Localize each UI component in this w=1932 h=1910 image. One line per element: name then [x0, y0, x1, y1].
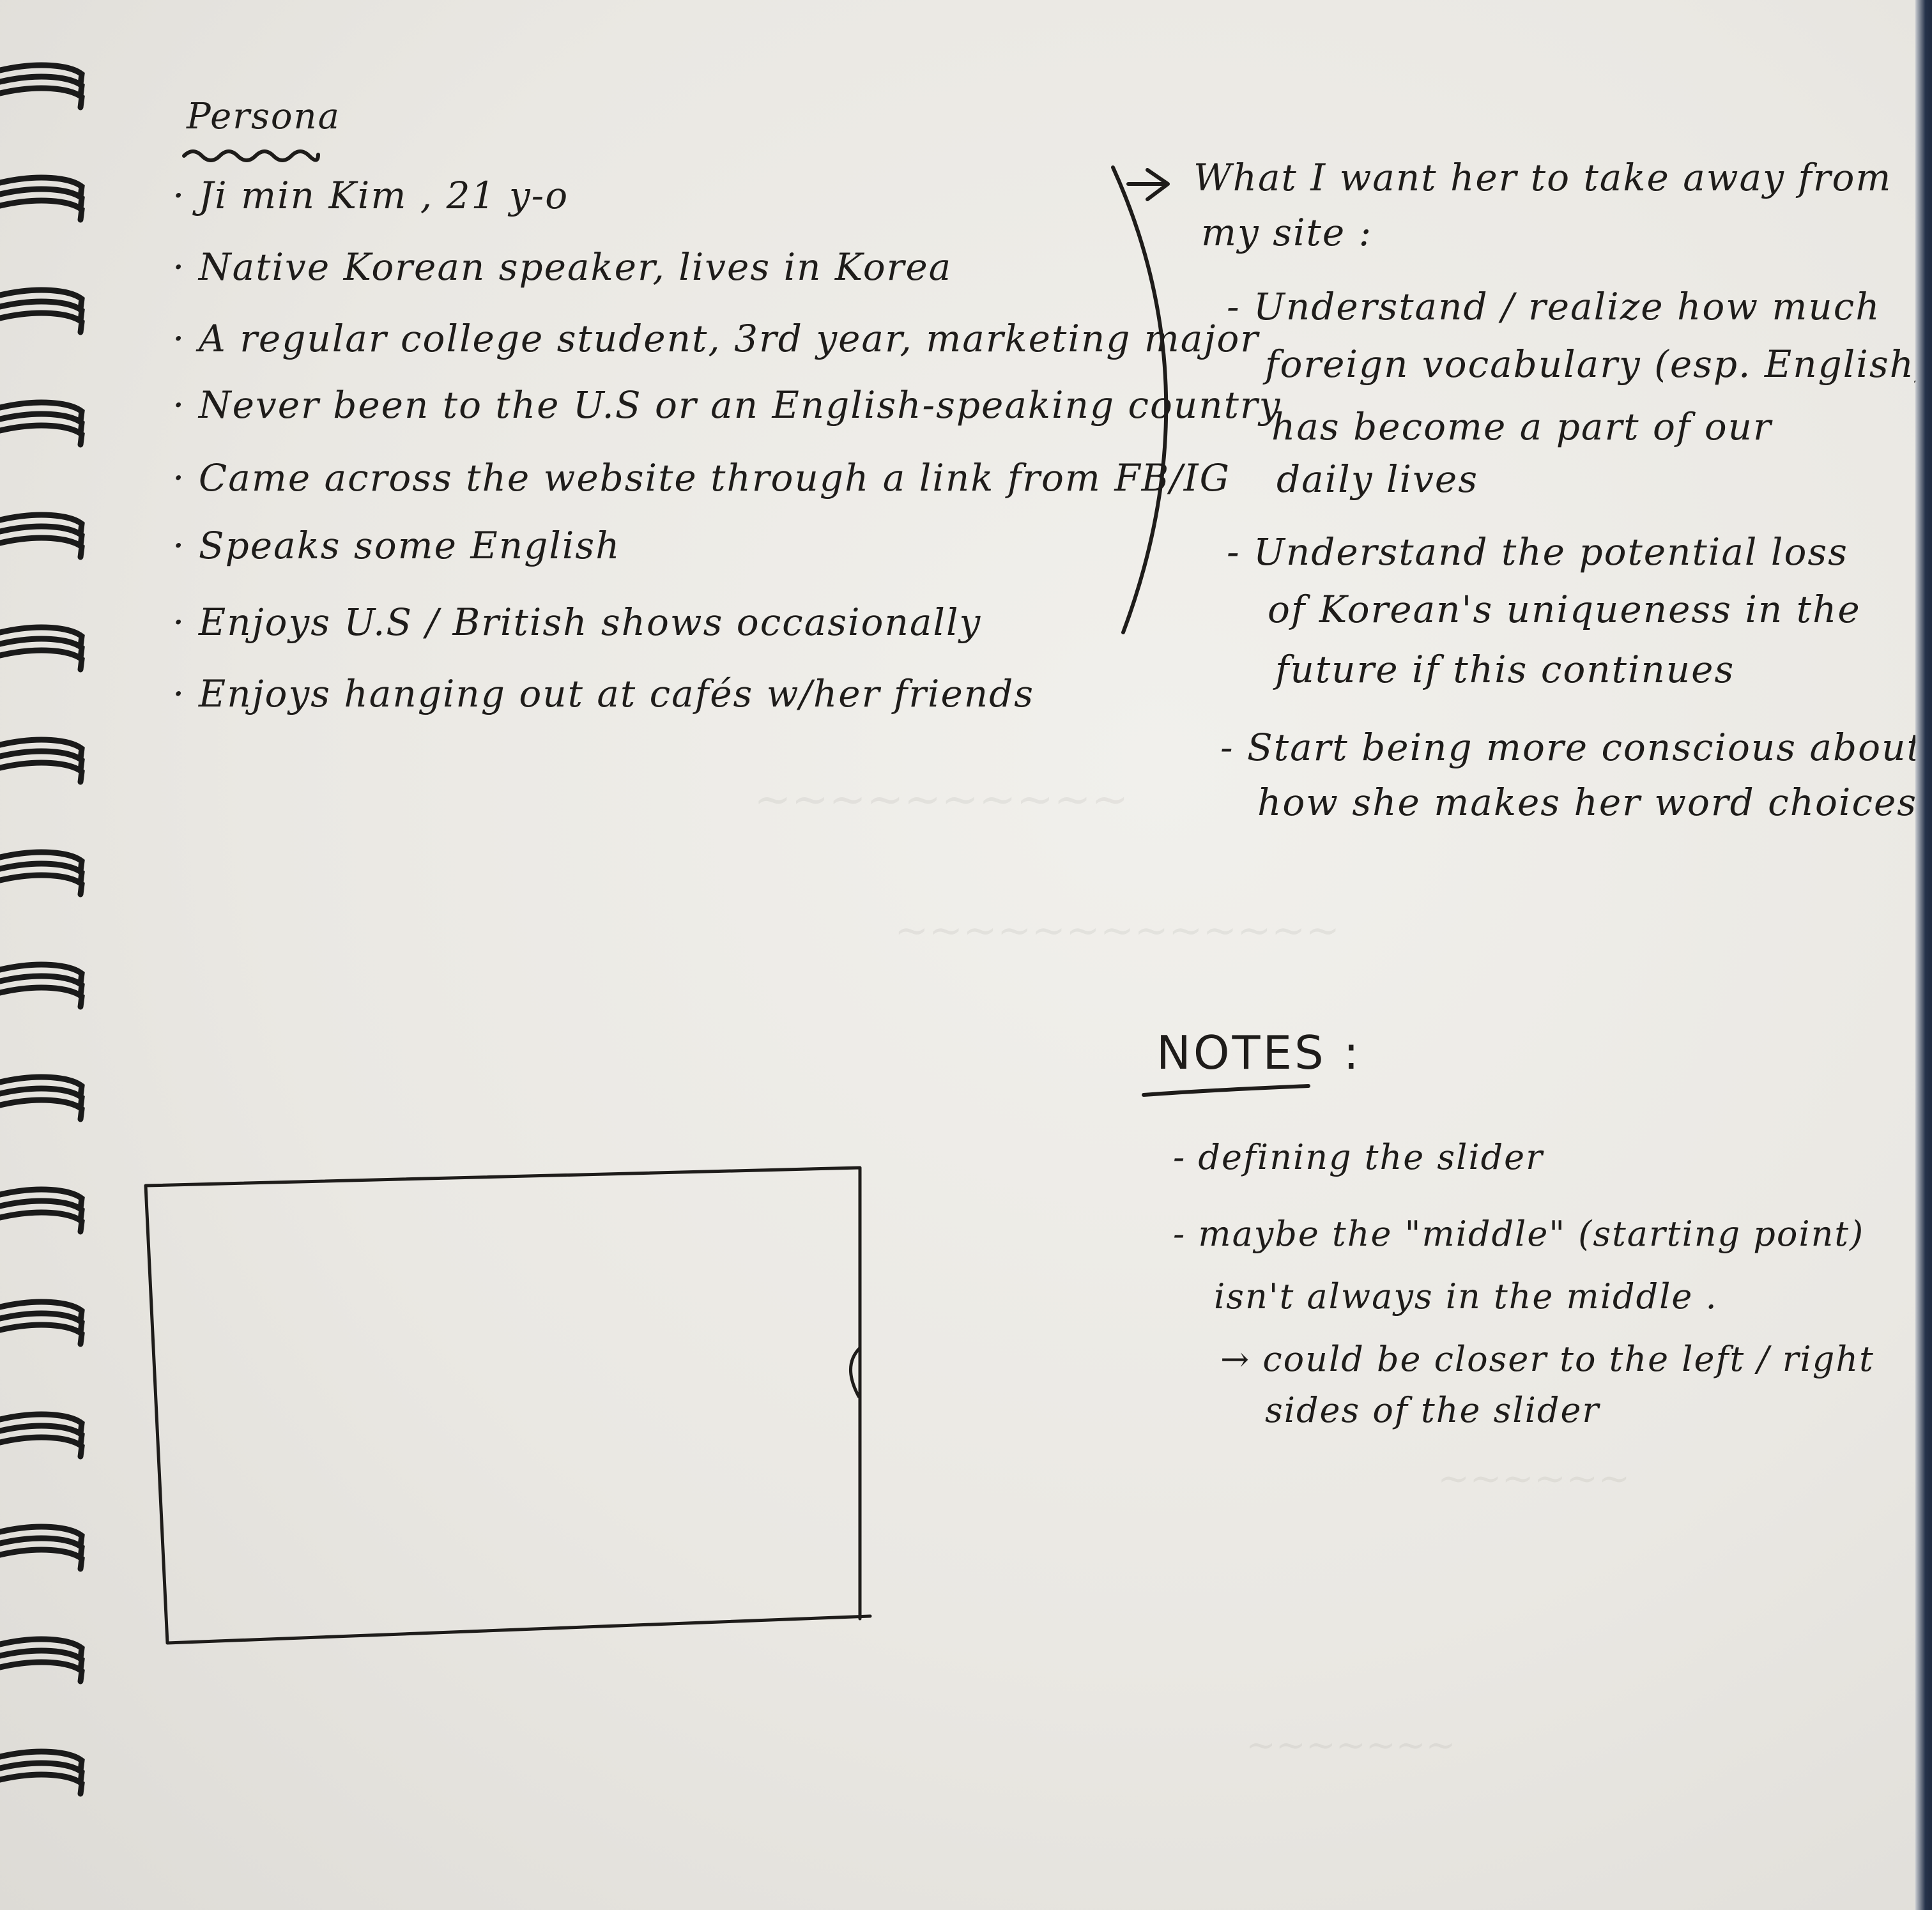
persona-bullet: · Never been to the U.S or an English-sp… — [172, 383, 1282, 427]
spiral-coil — [0, 973, 85, 998]
spiral-coil — [0, 1659, 85, 1685]
spiral-coil — [0, 1760, 85, 1785]
spiral-coil — [0, 1209, 85, 1235]
takeaway-item-line: daily lives — [1276, 457, 1478, 501]
takeaway-heading: my site : — [1201, 211, 1373, 254]
spiral-coil — [0, 872, 85, 898]
persona-title: Persona — [187, 96, 341, 137]
spiral-coil — [0, 422, 85, 448]
spiral-coil — [0, 1434, 85, 1460]
arrow-icon — [1126, 168, 1170, 201]
takeaway-heading: What I want her to take away from — [1193, 156, 1892, 199]
spiral-coil — [0, 512, 85, 537]
spiral-coil — [0, 1299, 85, 1324]
notes-line: isn't always in the middle . — [1214, 1276, 1718, 1317]
spiral-coil — [0, 1535, 85, 1561]
spiral-coil — [0, 860, 85, 886]
persona-bullet: · Native Korean speaker, lives in Korea — [172, 245, 953, 289]
persona-bullet: · Enjoys hanging out at cafés w/her frie… — [172, 672, 1035, 715]
persona-bullet: · A regular college student, 3rd year, m… — [172, 317, 1259, 360]
spiral-coil — [0, 760, 85, 785]
persona-bullet: · Enjoys U.S / British shows occasionall… — [172, 600, 982, 644]
spiral-coil — [0, 1097, 85, 1122]
spiral-coil — [0, 298, 85, 324]
persona-squiggle-underline — [182, 149, 320, 162]
spiral-coil — [0, 1524, 85, 1549]
spiral-coil — [0, 961, 85, 987]
spiral-coil — [0, 1186, 85, 1212]
notes-line: sides of the slider — [1265, 1390, 1600, 1430]
spiral-coil — [0, 399, 85, 425]
persona-bullet: · Ji min Kim , 21 y-o — [172, 174, 569, 217]
spiral-coil — [0, 174, 85, 200]
sketched-frame — [144, 1166, 872, 1645]
spiral-coil — [0, 523, 85, 549]
bracket-stroke — [1111, 165, 1169, 634]
spiral-coil — [0, 85, 85, 111]
persona-bullet: · Speaks some English — [172, 524, 621, 567]
takeaway-item-line: - Understand / realize how much — [1227, 285, 1881, 328]
spiral-coil — [0, 1771, 85, 1797]
spiral-coil — [0, 984, 85, 1010]
spiral-coil — [0, 1411, 85, 1437]
spiral-coil — [0, 849, 85, 875]
takeaway-item-line: has become a part of our — [1271, 405, 1772, 448]
spiral-coil — [0, 1647, 85, 1673]
spiral-coil — [0, 1322, 85, 1347]
spiral-coil — [0, 411, 85, 436]
spiral-coil — [0, 1310, 85, 1336]
spiral-coil — [0, 1748, 85, 1774]
spiral-coil — [0, 737, 85, 762]
spiral-coil — [0, 1547, 85, 1572]
takeaway-item-line: - Start being more conscious about — [1220, 726, 1923, 769]
notes-title: NOTES : — [1156, 1026, 1361, 1080]
spiral-coil — [0, 1636, 85, 1662]
notes-underline — [1142, 1084, 1310, 1097]
spiral-coil — [0, 1085, 85, 1111]
spiral-coil — [0, 647, 85, 673]
spiral-coil — [0, 73, 85, 99]
spiral-coil — [0, 310, 85, 335]
notes-line: - maybe the "middle" (starting point) — [1173, 1214, 1865, 1254]
spiral-coil — [0, 636, 85, 661]
takeaway-item-line: of Korean's uniqueness in the — [1268, 588, 1861, 631]
spiral-coil — [0, 186, 85, 211]
notes-line: → could be closer to the left / right — [1220, 1339, 1874, 1379]
persona-bullet: · Came across the website through a link… — [172, 456, 1230, 500]
spiral-coil — [0, 197, 85, 223]
spiral-coil — [0, 624, 85, 650]
spiral-coil — [0, 1198, 85, 1223]
spiral-coil — [0, 1423, 85, 1448]
takeaway-item-line: future if this continues — [1275, 648, 1735, 691]
takeaway-item-line: foreign vocabulary (esp. English) — [1265, 342, 1931, 386]
takeaway-item-line: how she makes her word choices — [1257, 781, 1918, 824]
notebook-cover-edge — [1915, 0, 1932, 1910]
frame-side-notch — [849, 1346, 862, 1398]
spiral-binding — [0, 62, 85, 1797]
takeaway-item-line: - Understand the potential loss — [1227, 530, 1848, 574]
notes-line: - defining the slider — [1173, 1137, 1544, 1177]
spiral-coil — [0, 62, 85, 88]
spiral-coil — [0, 535, 85, 560]
spiral-coil — [0, 1074, 85, 1099]
spiral-coil — [0, 748, 85, 774]
spiral-coil — [0, 287, 85, 312]
